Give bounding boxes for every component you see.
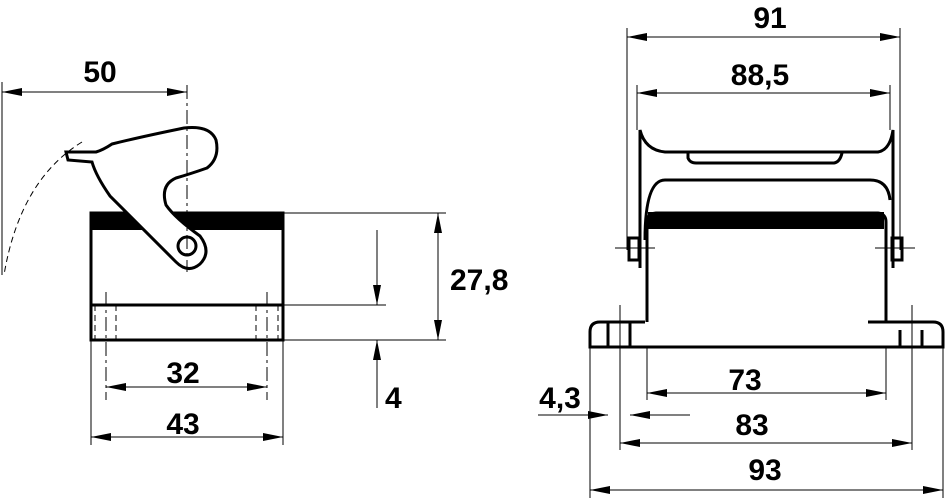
dim-88-5: 88,5 [731,59,789,92]
dim-73: 73 [728,364,761,397]
dim-50: 50 [83,56,116,89]
dim-83: 83 [735,409,768,442]
swing-arc [3,141,83,276]
locking-lever [64,126,219,270]
dim-27-8: 27,8 [450,264,508,297]
dim-91: 91 [753,2,786,35]
dim-43: 43 [166,408,199,441]
dim-93: 93 [748,454,781,487]
side-view: 50 27,8 4 32 43 [1,56,508,445]
dim-4: 4 [385,382,402,415]
hinge-pin-right [890,236,904,262]
dim-32: 32 [166,357,199,390]
flange [588,320,945,349]
flange-holes [606,305,924,450]
dim-4-3: 4,3 [539,382,581,415]
handle [638,129,895,268]
hinge-pin-left [627,236,641,262]
front-view: 91 88,5 73 4,3 83 93 [538,2,945,498]
housing-body [645,211,888,322]
hole-hidden-lines [94,292,279,400]
seal-band [648,212,884,229]
handle-grip [686,152,844,165]
